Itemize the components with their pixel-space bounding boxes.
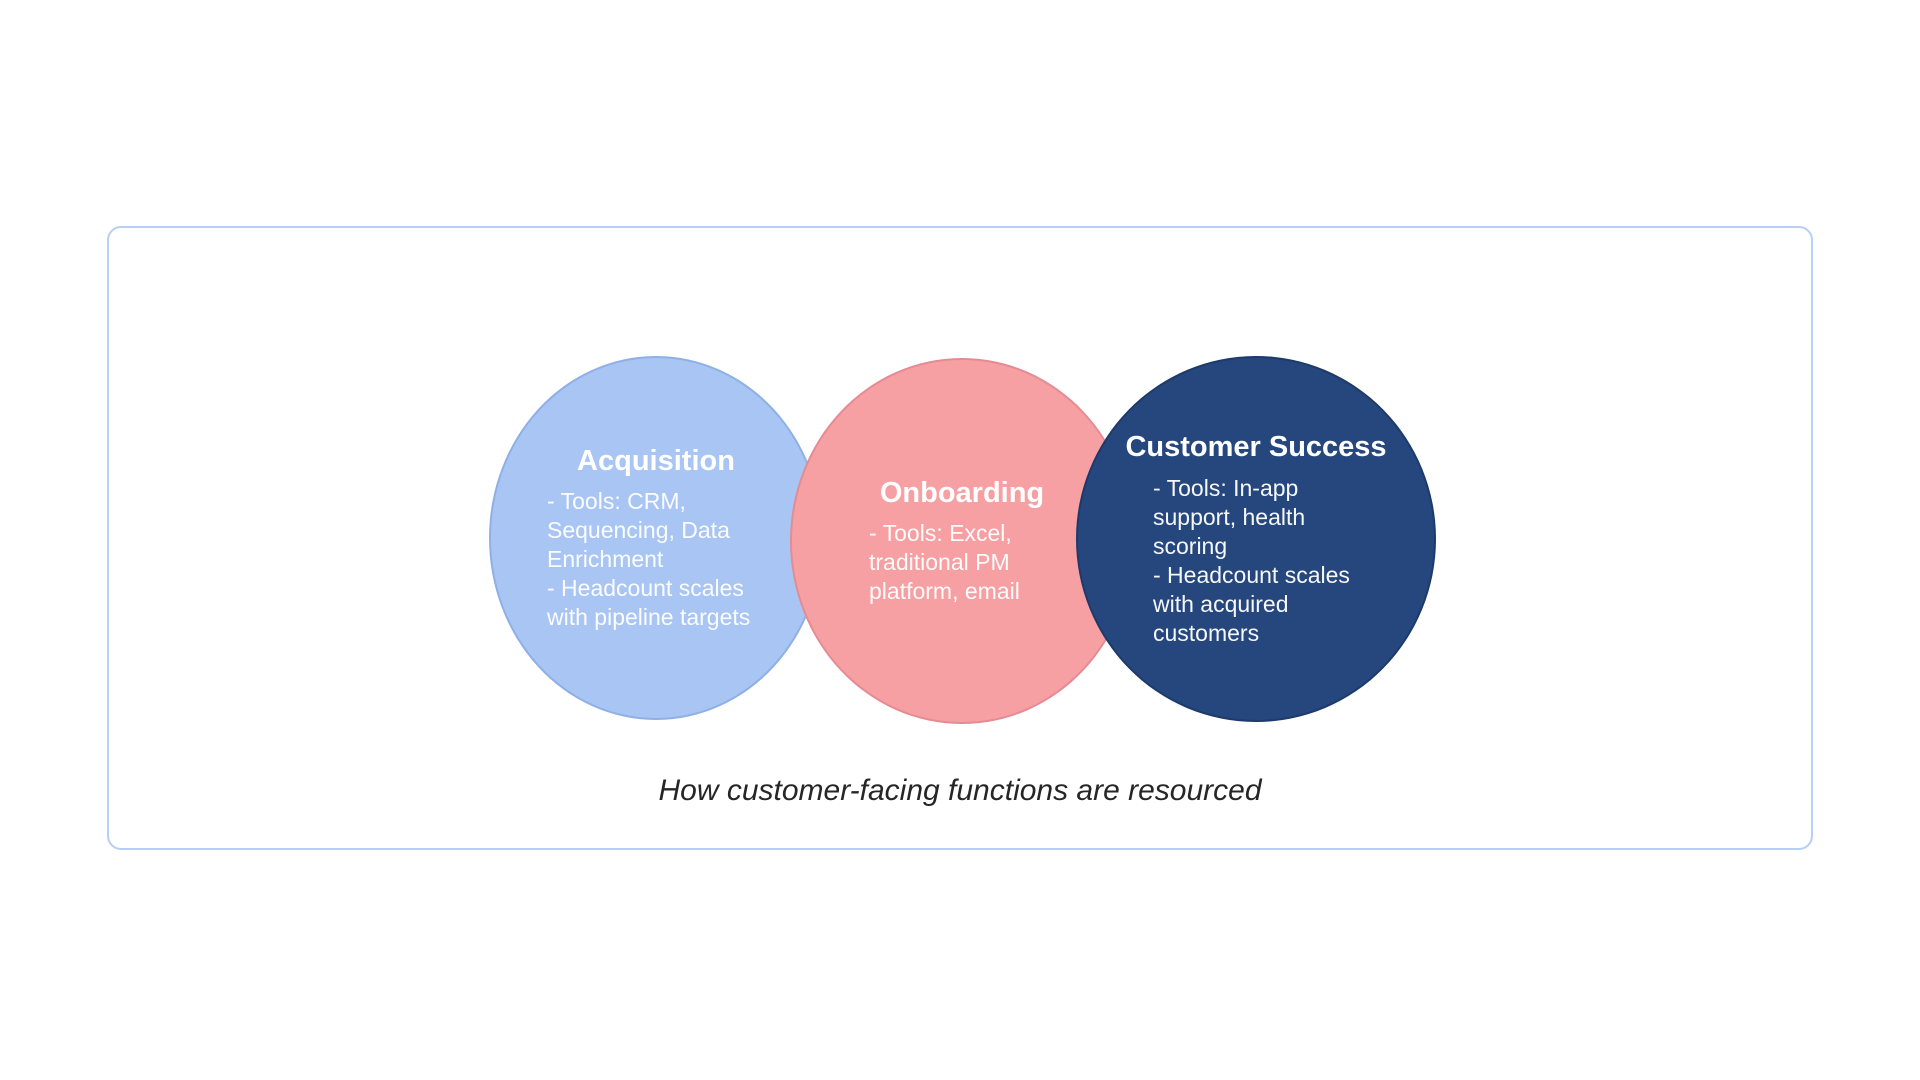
- circle-onboarding-body: - Tools: Excel, traditional PM platform,…: [869, 520, 1020, 605]
- circle-onboarding-title: Onboarding: [879, 476, 1045, 509]
- circle-acquisition-body: - Tools: CRM, Sequencing, Data Enrichmen…: [547, 488, 751, 631]
- diagram-caption: How customer-facing functions are resour…: [658, 774, 1262, 807]
- circle-customer-success-content: Customer Success - Tools: In-app support…: [1125, 430, 1386, 647]
- circle-customer-success: Customer Success - Tools: In-app support…: [1076, 356, 1436, 722]
- circle-customer-success-title: Customer Success: [1125, 431, 1387, 464]
- circle-onboarding-content: Onboarding - Tools: Excel, traditional P…: [869, 476, 1055, 606]
- diagram-card: Acquisition - Tools: CRM, Sequencing, Da…: [107, 226, 1813, 850]
- circle-acquisition: Acquisition - Tools: CRM, Sequencing, Da…: [489, 356, 823, 720]
- venn-diagram: Acquisition - Tools: CRM, Sequencing, Da…: [109, 228, 1811, 848]
- circle-customer-success-body: - Tools: In-app support, health scoring …: [1153, 474, 1350, 646]
- circle-acquisition-title: Acquisition: [577, 444, 735, 477]
- circle-acquisition-content: Acquisition - Tools: CRM, Sequencing, Da…: [547, 444, 765, 632]
